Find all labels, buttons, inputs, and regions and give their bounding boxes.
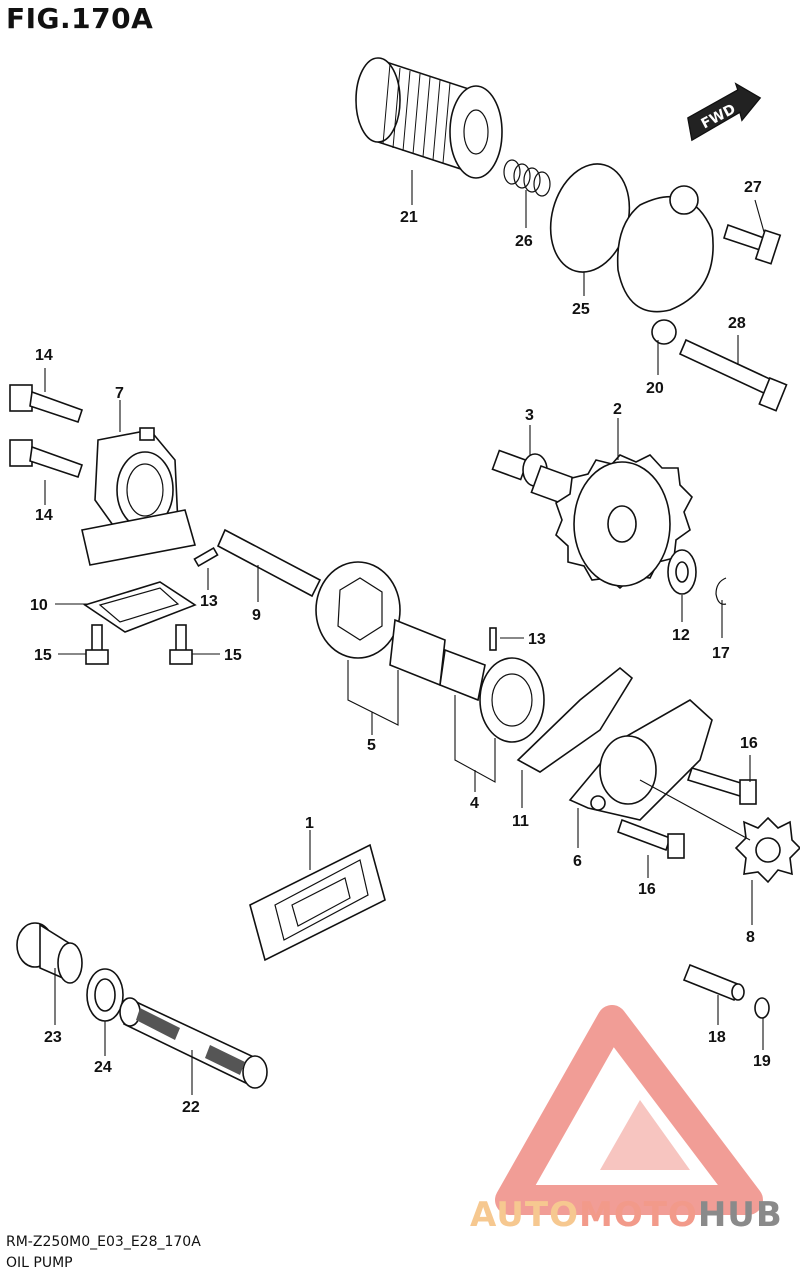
callout-23: 23 xyxy=(44,1029,62,1046)
part-oil-filter xyxy=(355,57,503,179)
callout-1: 1 xyxy=(305,815,314,832)
callout-27: 27 xyxy=(744,179,762,196)
part-sprocket xyxy=(639,779,800,884)
part-spring xyxy=(503,159,551,197)
callout-11: 11 xyxy=(512,813,529,830)
callout-13-lower: 13 xyxy=(528,631,546,648)
part-bolt-16-lower xyxy=(616,818,685,859)
callout-14-upper: 14 xyxy=(35,347,53,364)
callout-6: 6 xyxy=(573,853,582,870)
callout-21: 21 xyxy=(400,209,418,226)
callout-2: 2 xyxy=(613,401,622,418)
callout-12: 12 xyxy=(672,627,690,644)
part-drain-plug xyxy=(16,922,83,984)
callout-5: 5 xyxy=(367,737,376,754)
watermark-hub: HUB xyxy=(698,1195,783,1235)
part-pump-housing xyxy=(568,699,713,821)
part-rotor-outer xyxy=(315,561,401,659)
callout-18: 18 xyxy=(708,1029,726,1046)
part-washer-hole xyxy=(675,561,689,583)
callout-7: 7 xyxy=(115,385,124,402)
callout-26: 26 xyxy=(515,233,533,250)
callout-17: 17 xyxy=(712,645,730,662)
callout-19: 19 xyxy=(753,1053,771,1070)
part-oil-jet xyxy=(682,963,745,1002)
part-gasket-plate xyxy=(249,843,386,962)
watermark-triangle-icon xyxy=(495,1005,763,1215)
callout-4: 4 xyxy=(470,795,479,812)
fwd-arrow: FWD xyxy=(687,82,762,142)
part-rotor-4 xyxy=(479,657,545,743)
part-gasket xyxy=(516,666,634,773)
callout-10: 10 xyxy=(30,597,48,614)
callout-24: 24 xyxy=(94,1059,112,1076)
part-o-ring-small xyxy=(754,997,770,1019)
part-bolt-27 xyxy=(723,223,782,265)
callout-22: 22 xyxy=(182,1099,200,1116)
part-bolt-15-right xyxy=(169,624,193,665)
watermark-logo xyxy=(495,1005,763,1215)
callout-15-right: 15 xyxy=(224,647,242,664)
leader-lines xyxy=(44,170,765,1095)
callout-16-lower: 16 xyxy=(638,881,656,898)
part-pump-shaft xyxy=(216,528,322,598)
callout-13-upper: 13 xyxy=(200,593,218,610)
watermark-inner-icon xyxy=(600,1100,690,1170)
part-gasket-ring-hole xyxy=(94,978,116,1012)
part-circlip xyxy=(715,577,727,605)
callout-9: 9 xyxy=(252,607,261,624)
part-gear xyxy=(555,454,693,590)
callout-14-lower: 14 xyxy=(35,507,53,524)
part-bolt-14-lower xyxy=(9,439,84,479)
callout-labels: 1 2 3 4 5 6 7 8 9 10 11 12 13 13 14 14 1… xyxy=(30,179,771,1116)
part-bolt-28 xyxy=(678,338,788,412)
callout-16-upper: 16 xyxy=(740,735,758,752)
callout-15-left: 15 xyxy=(34,647,52,664)
watermark-text: AUTOMOTOHUB xyxy=(470,1195,783,1235)
part-pin-lower xyxy=(489,627,497,651)
part-filter-cap xyxy=(616,185,714,345)
watermark-moto: MOTO xyxy=(579,1195,698,1235)
figure-title: FIG.170A xyxy=(6,2,154,35)
part-rotor-inner xyxy=(389,618,486,702)
callout-25: 25 xyxy=(572,301,590,318)
callout-28: 28 xyxy=(728,315,746,332)
drawing-code: RM-Z250M0_E03_E28_170A xyxy=(6,1234,201,1250)
part-bolt-15-left xyxy=(85,624,109,665)
part-oil-strainer xyxy=(119,997,268,1089)
part-oil-screen xyxy=(83,581,197,633)
section-name: OIL PUMP xyxy=(6,1255,73,1271)
callout-8: 8 xyxy=(746,929,755,946)
watermark-auto: AUTO xyxy=(470,1195,579,1235)
part-strainer-case xyxy=(81,427,197,566)
part-bolt-14-upper xyxy=(9,384,84,424)
part-bolt-16-upper xyxy=(686,767,757,805)
part-pin-upper xyxy=(193,546,219,568)
callout-20: 20 xyxy=(646,380,664,397)
callout-3: 3 xyxy=(525,407,534,424)
